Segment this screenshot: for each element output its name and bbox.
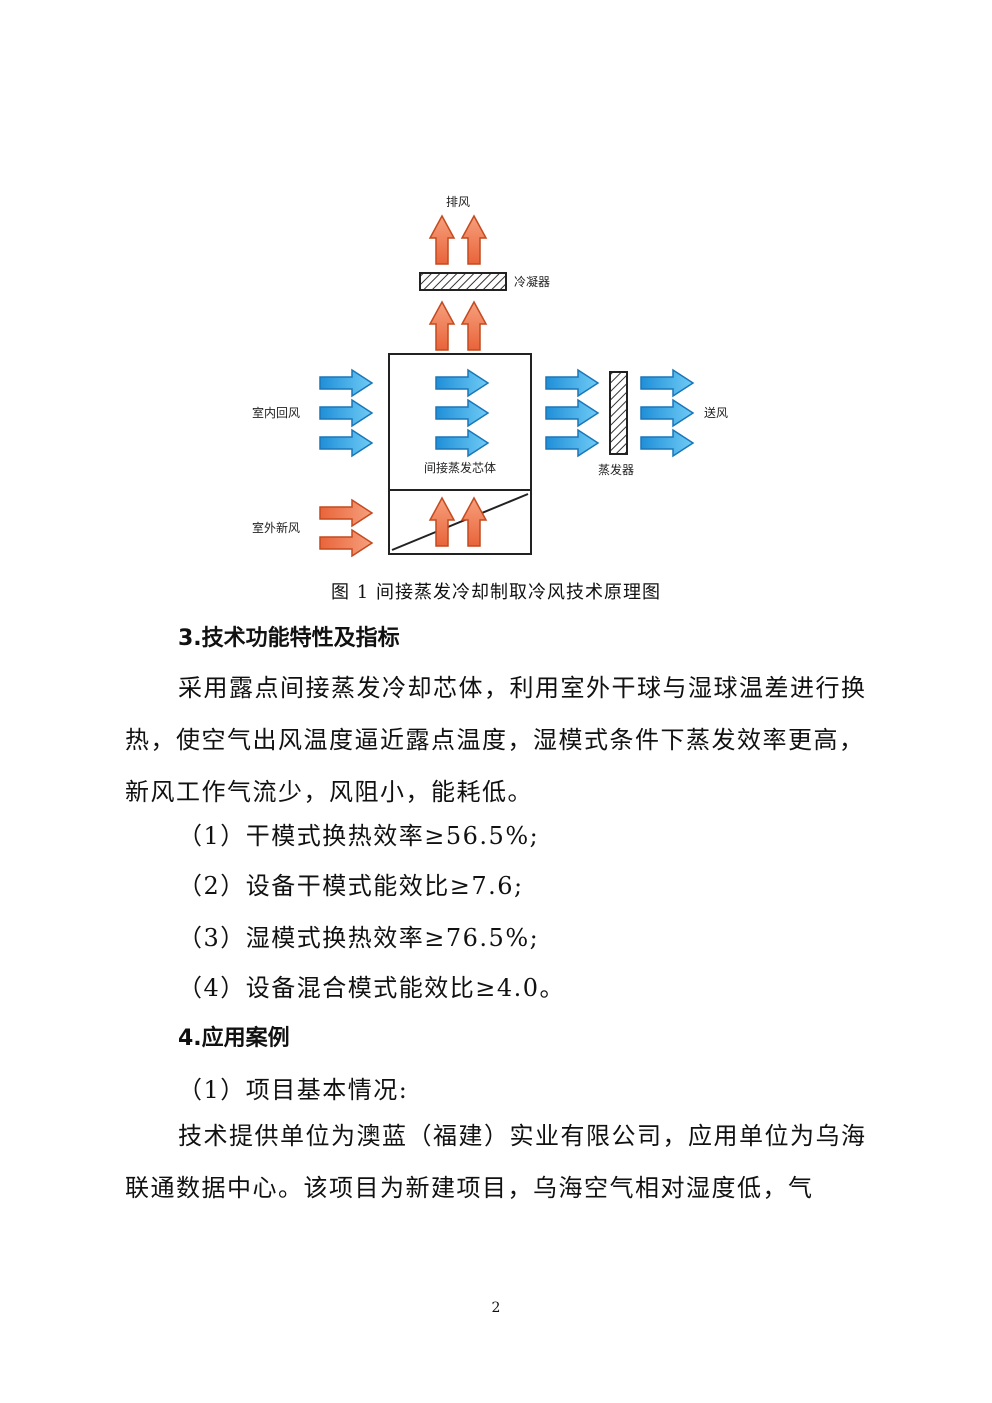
outdoor-fresh-label: 室外新风 — [252, 520, 300, 535]
section-3-paragraph: 采用露点间接蒸发冷却芯体，利用室外干球与湿球温差进行换热，使空气出风温度逼近露点… — [125, 674, 867, 806]
spec-item-1: （1）干模式换热效率≥56.5%; — [178, 822, 540, 850]
section-4-subheading: （1）项目基本情况: — [178, 1076, 409, 1104]
supply-label: 送风 — [704, 405, 728, 420]
supply-air-arrow — [640, 399, 694, 427]
supply-air-arrow — [640, 429, 694, 457]
supply-air-arrow — [640, 369, 694, 397]
return-air-arrow — [319, 399, 373, 427]
exhaust-arrow — [461, 215, 487, 265]
section-3-heading: 3.技术功能特性及指标 — [178, 626, 400, 651]
core-exhaust-arrow — [429, 301, 455, 351]
section-4-paragraph: 技术提供单位为澳蓝（福建）实业有限公司，应用单位为乌海联通数据中心。该项目为新建… — [125, 1122, 867, 1202]
exhaust-label: 排风 — [446, 195, 470, 209]
cooled-air-arrow — [545, 369, 599, 397]
principle-diagram: 排风 冷凝器 间接蒸发芯体 室内回风 蒸发器 送风 室外新风 — [252, 195, 728, 557]
evaporator-block — [609, 371, 628, 455]
core-label: 间接蒸发芯体 — [424, 460, 496, 475]
cooled-air-arrow — [545, 429, 599, 457]
spec-item-2: （2）设备干模式能效比≥7.6; — [178, 872, 524, 900]
cooled-air-arrow — [545, 399, 599, 427]
spec-item-3: （3）湿模式换热效率≥76.5%; — [178, 924, 540, 952]
page-number: 2 — [491, 1300, 501, 1316]
section-4-heading: 4.应用案例 — [178, 1026, 290, 1051]
condenser-label: 冷凝器 — [514, 274, 550, 289]
exhaust-arrow — [429, 215, 455, 265]
return-air-arrow — [319, 369, 373, 397]
figure-caption: 图 1 间接蒸发冷却制取冷风技术原理图 — [331, 582, 661, 603]
core-diagonal — [391, 493, 529, 551]
spec-item-4: （4）设备混合模式能效比≥4.0。 — [178, 974, 566, 1002]
indoor-return-label: 室内回风 — [252, 405, 300, 420]
condenser-block — [419, 272, 507, 291]
core-exhaust-arrow — [461, 301, 487, 351]
evaporator-label: 蒸发器 — [598, 462, 634, 477]
fresh-air-arrow — [319, 529, 373, 557]
fresh-air-arrow — [319, 499, 373, 527]
return-air-arrow — [319, 429, 373, 457]
